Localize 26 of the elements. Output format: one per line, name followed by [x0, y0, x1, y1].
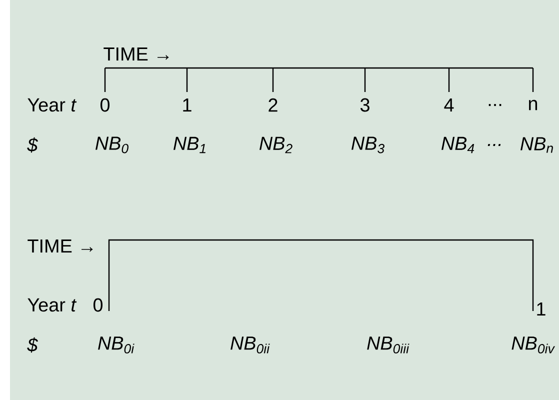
value-label: NB$_{4}$: [442, 136, 474, 154]
value-label: NB$_{0ii}$: [230, 336, 270, 354]
tick-label: 0: [93, 298, 103, 312]
row-label: $: [27, 137, 38, 153]
tick-label: 2: [268, 98, 278, 112]
value-label: NB$_{2}$: [260, 136, 292, 154]
value-label: NB$_{0i}$: [98, 336, 134, 354]
row-label: Year t: [28, 98, 77, 112]
axis-title: TIME →: [28, 240, 93, 253]
tick-label: 3: [360, 98, 370, 112]
tick-label: n: [529, 100, 538, 110]
value-label: NB$_{0}$: [96, 136, 128, 154]
value-label: NB$_{n}$: [520, 137, 553, 153]
tick-label: 4: [444, 98, 454, 112]
row-label: $: [27, 337, 38, 353]
value-label: NB$_{0iv}$: [512, 336, 555, 354]
tick-label: 0: [100, 98, 110, 112]
value-label: NB$_{1}$: [174, 136, 206, 154]
value-label: NB$_{0iii}$: [367, 336, 410, 354]
tick-label: 1: [183, 98, 192, 112]
value-label: NB$_{3}$: [352, 136, 384, 154]
tick-label: 1: [537, 302, 546, 316]
axis-title: TIME →: [104, 48, 169, 61]
ellipsis: ...: [488, 144, 501, 146]
ellipsis: ...: [488, 104, 502, 106]
row-label: Year t: [28, 298, 77, 312]
